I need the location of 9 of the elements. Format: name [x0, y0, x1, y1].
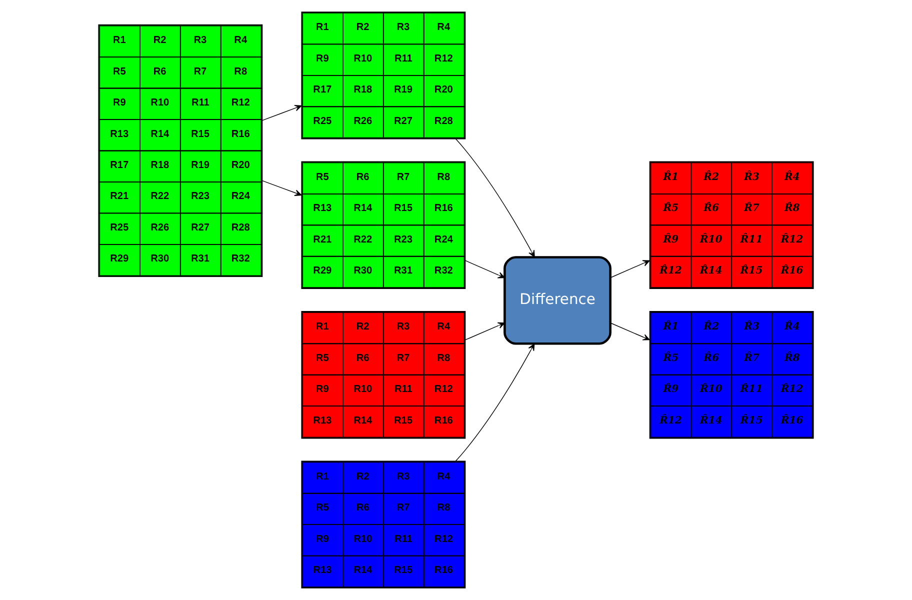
arrow [465, 260, 506, 278]
arrow [262, 104, 302, 121]
arrow [610, 260, 650, 278]
arrow [465, 322, 506, 340]
arrow [262, 180, 302, 196]
node-box: Difference [504, 256, 612, 345]
arrow [610, 322, 650, 340]
arrow [455, 344, 535, 462]
arrow [455, 138, 535, 258]
